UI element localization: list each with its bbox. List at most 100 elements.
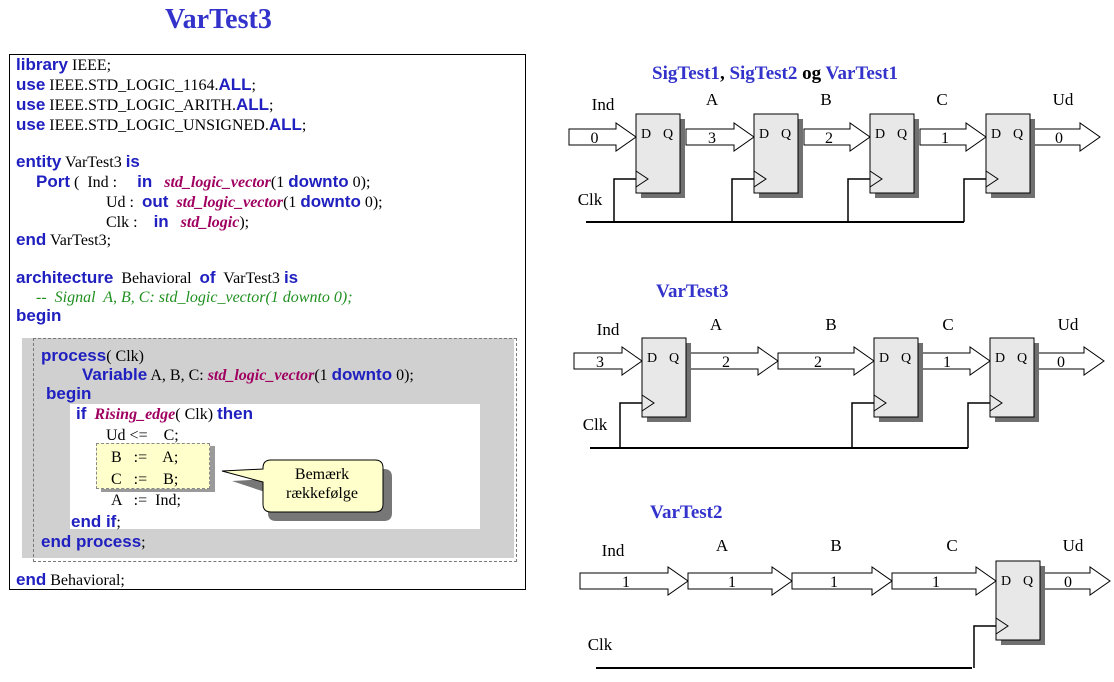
clock-triangle xyxy=(641,394,655,412)
flip-flop xyxy=(635,113,681,194)
output-label: Ud xyxy=(1058,315,1079,334)
process-dashed-border xyxy=(33,338,517,562)
clock-triangle xyxy=(985,170,999,188)
signal-value: 1 xyxy=(932,574,940,591)
code-text: 0); xyxy=(348,174,371,191)
signal-arrow xyxy=(579,566,689,596)
clock-wire xyxy=(731,178,754,222)
flip-flop-d-label: D xyxy=(1001,574,1011,589)
clock-triangle xyxy=(753,170,767,188)
signal-value: 2 xyxy=(722,354,730,371)
signal-arrow xyxy=(1041,566,1111,596)
signal-arrow xyxy=(803,122,871,152)
code-text: A := Ind; xyxy=(111,492,181,509)
code-text: ; xyxy=(301,117,307,134)
keyword: use xyxy=(16,95,46,114)
flip-flop xyxy=(995,560,1041,641)
signal-value: 0 xyxy=(1064,574,1072,591)
output-label: Ud xyxy=(1063,536,1084,555)
type-name: std_logic_vector xyxy=(176,194,284,211)
code-line: Clk : in std_logic); xyxy=(106,212,249,232)
clock-wire xyxy=(619,402,642,448)
flip-flop-d-label: D xyxy=(875,127,885,142)
type-name: std_logic_vector xyxy=(207,367,315,384)
clk-label: Clk xyxy=(583,415,608,434)
code-line: end process; xyxy=(41,532,146,552)
signal-arrow xyxy=(1033,346,1105,376)
signal-arrow xyxy=(573,346,643,376)
code-text: ; xyxy=(141,534,146,551)
callout-bubble xyxy=(221,459,384,513)
code-line: end VarTest3; xyxy=(16,230,111,250)
code-text: (1 xyxy=(283,194,301,211)
code-text: ( Clk) xyxy=(106,348,144,365)
code-line: if Rising_edge( Clk) then xyxy=(76,404,253,424)
clock-wire xyxy=(963,178,986,222)
keyword: downto xyxy=(300,192,361,211)
code-line: use IEEE.STD_LOGIC_ARITH.ALL; xyxy=(16,95,273,115)
keyword: ALL xyxy=(235,95,269,114)
segment-label: C xyxy=(936,90,947,109)
code-line: Ud : out std_logic_vector(1 downto 0); xyxy=(106,192,383,212)
code-text: (1 xyxy=(270,174,289,191)
code-line: entity VarTest3 is xyxy=(16,152,140,172)
keyword: end xyxy=(16,570,47,589)
keyword: use xyxy=(16,115,46,134)
keyword: out xyxy=(142,192,169,211)
flip-flop xyxy=(753,113,799,194)
code-text: Behavioral xyxy=(113,270,200,287)
callout-text: rækkefølge xyxy=(286,485,358,502)
highlight-box xyxy=(96,443,210,489)
code-text: IEEE.STD_LOGIC_ARITH. xyxy=(45,97,236,114)
code-text: VarTest3 xyxy=(215,270,284,287)
clock-wire xyxy=(851,402,874,448)
flip-flop-d-label: D xyxy=(991,127,1001,142)
keyword: library xyxy=(16,55,68,74)
segment-label: A xyxy=(716,536,729,555)
code-text: ); xyxy=(239,214,250,231)
segment-label: B xyxy=(825,315,836,334)
flip-flop-q-label: Q xyxy=(1023,574,1033,589)
flip-flop-q-label: Q xyxy=(1017,351,1027,366)
title-part: SigTest2 xyxy=(729,63,797,84)
code-line: begin xyxy=(16,306,61,326)
code-line: Port ( Ind : in std_logic_vector(1 downt… xyxy=(36,172,370,192)
title-part: , xyxy=(720,63,730,84)
signal-value: 1 xyxy=(941,130,949,147)
code-text: C := B; xyxy=(111,471,179,488)
input-label: Ind xyxy=(592,95,615,114)
signal-arrow xyxy=(685,122,755,152)
flip-flop xyxy=(641,337,687,418)
keyword: ALL xyxy=(218,75,252,94)
signal-value: 2 xyxy=(825,130,833,147)
callout-text: Bemærk xyxy=(295,466,349,483)
flip-flop-q-label: Q xyxy=(781,127,791,142)
keyword: begin xyxy=(46,384,92,403)
keyword: Variable xyxy=(82,365,148,384)
signal-arrow xyxy=(777,346,875,376)
code-line: end Behavioral; xyxy=(16,570,125,590)
page-title: VarTest3 xyxy=(165,4,272,35)
code-text: A, B, C: xyxy=(147,367,208,384)
signal-value: 1 xyxy=(622,574,630,591)
keyword: ALL xyxy=(268,115,302,134)
keyword: in xyxy=(137,172,153,191)
title-part: og xyxy=(797,63,825,84)
flip-flop-q-label: Q xyxy=(669,351,679,366)
title-part: VarTest2 xyxy=(650,502,723,523)
signal-value: 2 xyxy=(814,354,822,371)
code-text: VarTest3 xyxy=(61,154,126,171)
code-text: Clk : xyxy=(106,214,154,231)
flip-flop-d-label: D xyxy=(641,127,651,142)
clock-wire xyxy=(613,178,636,222)
code-text: (1 xyxy=(314,367,332,384)
title-part: VarTest3 xyxy=(656,281,729,302)
code-line: end if; xyxy=(71,512,121,532)
diagram-title: VarTest3 xyxy=(656,281,729,302)
flip-flop xyxy=(989,337,1035,418)
signal-value: 0 xyxy=(1057,354,1065,371)
code-line: begin xyxy=(46,384,91,404)
segment-label: A xyxy=(710,315,723,334)
code-text: 0); xyxy=(392,367,414,384)
code-line: B := A; xyxy=(111,448,178,467)
